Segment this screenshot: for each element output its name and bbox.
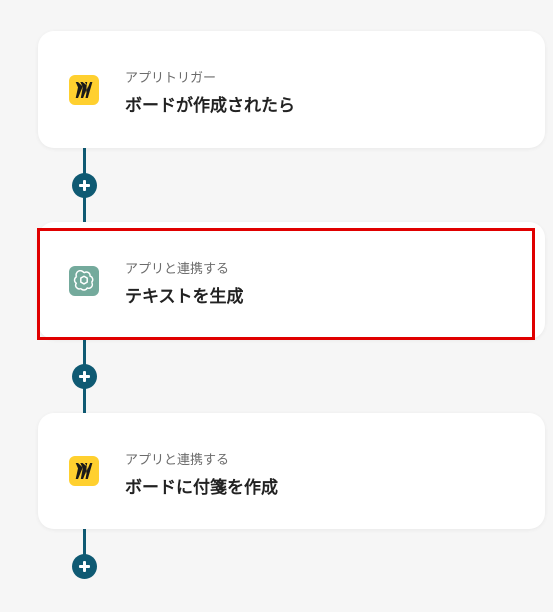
flow-connector	[83, 529, 86, 559]
plus-icon	[79, 180, 90, 191]
flow-step-card-generate-text[interactable]: アプリと連携する テキストを生成	[38, 222, 545, 339]
add-step-button[interactable]	[72, 364, 97, 389]
step-type-label: アプリと連携する	[125, 453, 230, 468]
add-step-button[interactable]	[72, 173, 97, 198]
plus-icon	[79, 561, 90, 572]
miro-icon	[69, 74, 99, 105]
step-title: ボードが作成されたら	[125, 96, 295, 116]
openai-icon	[69, 265, 99, 296]
miro-icon	[69, 456, 99, 486]
step-title: ボードに付箋を作成	[125, 478, 278, 498]
add-step-button[interactable]	[72, 554, 97, 579]
plus-icon	[79, 371, 90, 382]
flow-step-card-create-sticky-note[interactable]: アプリと連携する ボードに付箋を作成	[38, 413, 545, 529]
flow-step-card-trigger[interactable]: アプリトリガー ボードが作成されたら	[38, 31, 545, 148]
step-type-label: アプリと連携する	[125, 262, 230, 277]
step-type-label: アプリトリガー	[125, 71, 217, 86]
step-title: テキストを生成	[125, 287, 244, 307]
